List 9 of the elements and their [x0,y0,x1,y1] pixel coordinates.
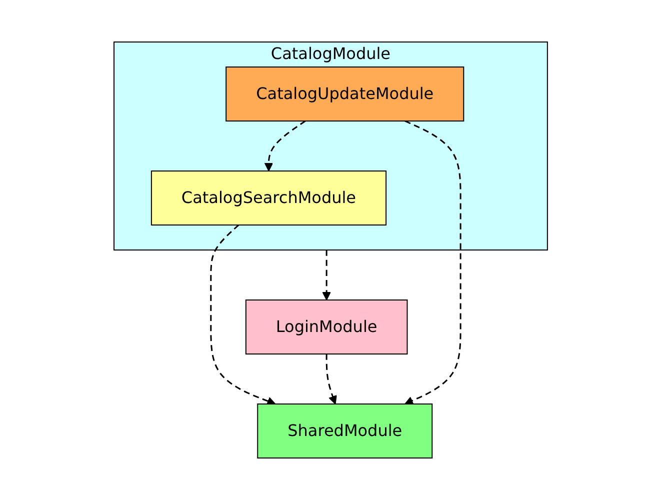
arrow [326,354,337,404]
arrow [322,250,331,300]
arrow [210,224,276,405]
node-box: SharedModule [256,402,432,458]
node-box: CatalogSearchModule [150,170,386,225]
arrow [404,120,462,404]
arrow [264,120,306,171]
node-box: CatalogUpdateModule [225,66,464,121]
node-box: LoginModule [245,299,408,354]
